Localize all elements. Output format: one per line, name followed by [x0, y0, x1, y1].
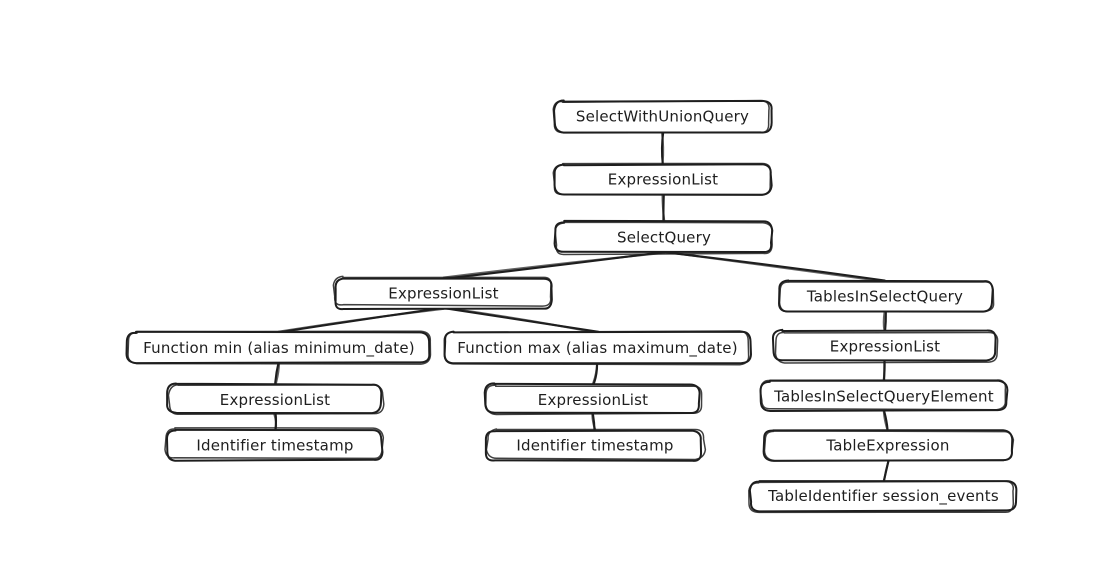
edge-expressionlist-to-identifier-timestamp: [591, 413, 597, 432]
edge-expressionlist-to-selectquery: [661, 192, 666, 223]
node-outline-sketch-pass: [778, 281, 995, 313]
node-tableidentifier-session-events[interactable]: TableIdentifier session_events: [748, 480, 1018, 514]
node-label: TablesInSelectQueryElement: [773, 388, 994, 406]
node-outline-sketch-pass: [552, 99, 770, 134]
node-outline-sketch-pass: [332, 275, 552, 307]
node-label: TableIdentifier session_events: [767, 487, 999, 506]
node-expressionlist[interactable]: ExpressionList: [552, 162, 773, 196]
node-label: Identifier timestamp: [516, 437, 673, 455]
node-outline-sketch-pass: [552, 162, 772, 196]
edge-expressionlist-to-function-min-alias-minimum-date: [277, 306, 445, 334]
node-expressionlist[interactable]: ExpressionList: [332, 275, 553, 311]
edge-expressionlist-to-tablesinselectqueryelement: [882, 359, 886, 382]
node-outline: [166, 428, 384, 462]
node-outline-sketch-pass: [485, 384, 703, 416]
node-selectquery[interactable]: SelectQuery: [553, 219, 774, 256]
node-label: TableExpression: [825, 437, 949, 455]
node-function-max-alias-maximum-date[interactable]: Function max (alias maximum_date): [443, 330, 752, 366]
node-expressionlist[interactable]: ExpressionList: [483, 382, 703, 416]
node-tablesinselectquery[interactable]: TablesInSelectQuery: [778, 279, 995, 313]
node-tableexpression[interactable]: TableExpression: [762, 429, 1015, 462]
node-expressionlist[interactable]: ExpressionList: [771, 328, 999, 364]
node-outline-sketch-pass: [763, 430, 1015, 462]
node-outline-sketch-pass: [164, 427, 385, 460]
edge-function-max-alias-maximum-date-to-expressionlist: [591, 361, 599, 387]
node-expressionlist[interactable]: ExpressionList: [166, 382, 385, 416]
edge-selectwithunionquery-to-expressionlist: [660, 129, 665, 166]
node-identifier-timestamp[interactable]: Identifier timestamp: [484, 428, 707, 462]
node-outline-sketch-pass: [748, 480, 1015, 514]
node-label: SelectWithUnionQuery: [576, 108, 749, 126]
node-tablesinselectqueryelement[interactable]: TablesInSelectQueryElement: [759, 379, 1009, 413]
node-outline: [484, 429, 703, 462]
node-outline-sketch-pass: [127, 330, 432, 365]
node-outline-sketch-pass: [167, 384, 385, 416]
node-outline-sketch-pass: [774, 331, 999, 364]
node-label: TablesInSelectQuery: [806, 288, 963, 306]
node-label: ExpressionList: [608, 171, 718, 189]
node-label: Function min (alias minimum_date): [143, 339, 415, 358]
node-outline-sketch-pass: [554, 221, 773, 256]
node-label: ExpressionList: [538, 391, 648, 409]
node-outline: [483, 382, 701, 415]
node-label: ExpressionList: [220, 391, 330, 409]
node-label: Identifier timestamp: [196, 437, 353, 455]
edge-tablesinselectquery-to-expressionlist: [882, 310, 887, 333]
node-label: ExpressionList: [388, 285, 498, 303]
node-function-min-alias-minimum-date[interactable]: Function min (alias minimum_date): [125, 330, 432, 365]
edge-expressionlist-to-function-max-alias-maximum-date: [441, 306, 600, 334]
node-label: Function max (alias maximum_date): [457, 339, 738, 358]
node-outline-sketch-pass: [759, 379, 1007, 411]
edge-selectquery-to-expressionlist: [442, 250, 666, 280]
node-label: SelectQuery: [617, 229, 711, 247]
node-outline: [125, 330, 431, 365]
nodes-layer: SelectWithUnionQueryExpressionListSelect…: [125, 99, 1018, 514]
edge-tablesinselectqueryelement-to-tableexpression: [882, 409, 889, 432]
node-selectwithunionquery[interactable]: SelectWithUnionQuery: [552, 99, 773, 134]
node-outline-sketch-pass: [485, 428, 707, 461]
edge-selectquery-to-tablesinselectquery: [662, 250, 886, 283]
node-label: ExpressionList: [830, 338, 940, 356]
node-outline-sketch-pass: [443, 330, 750, 366]
edge-function-min-alias-minimum-date-to-expressionlist: [274, 361, 281, 387]
node-identifier-timestamp[interactable]: Identifier timestamp: [164, 427, 385, 462]
edge-tableexpression-to-tableidentifier-session-events: [882, 459, 890, 482]
